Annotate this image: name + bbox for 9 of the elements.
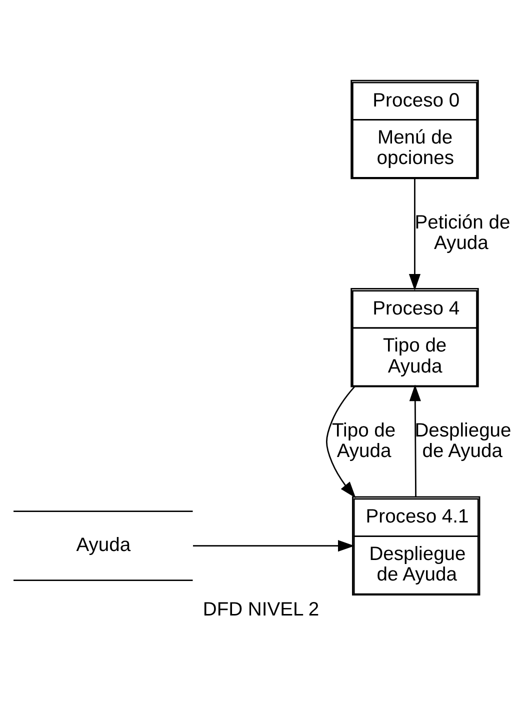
node-text: Ayuda [76, 534, 131, 556]
arrow [409, 384, 421, 497]
edge-label: Despliegue de Ayuda [414, 420, 512, 462]
edge-label: Petición de Ayuda [414, 212, 510, 254]
arrow [408, 178, 421, 291]
edge-label: Tipo de Ayuda [332, 420, 396, 462]
arrow [326, 386, 356, 498]
caption: DFD NIVEL 2 [202, 600, 320, 621]
arrow [193, 540, 355, 552]
